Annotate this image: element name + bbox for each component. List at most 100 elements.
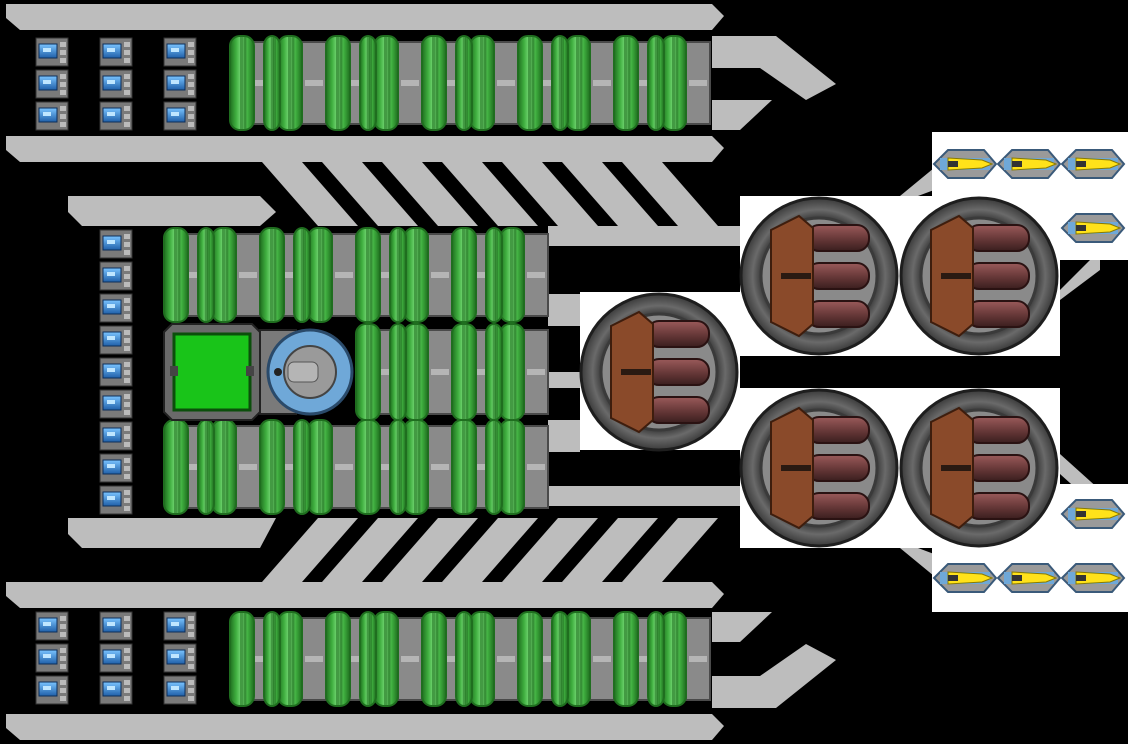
pipe-segment (235, 425, 261, 509)
pipe-segment (397, 617, 423, 701)
triple-cannon-turret-icon (899, 388, 1059, 548)
battery-icon (99, 485, 133, 515)
fuel-tank-icon (517, 35, 543, 131)
thruster-icon (1060, 213, 1126, 243)
fuel-tank-icon (211, 227, 237, 323)
fuel-tank-icon (485, 323, 503, 421)
battery-icon (99, 325, 133, 355)
pipe-segment (331, 425, 357, 509)
hull-strut-top (382, 162, 478, 226)
battery-icon (99, 675, 133, 705)
fuel-tank-icon (197, 227, 215, 323)
thruster-icon (1060, 149, 1126, 179)
pipe-segment (427, 329, 453, 415)
fuel-tank-icon (277, 611, 303, 707)
fuel-tank-icon (229, 35, 255, 131)
triple-cannon-turret-icon (579, 292, 739, 452)
fuel-tank-icon (499, 419, 525, 515)
battery-icon (99, 37, 133, 67)
hull-fin-bottom-a (712, 612, 772, 642)
hull-strut-bottom (322, 518, 418, 582)
fuel-tank-icon (355, 419, 381, 515)
fuel-tank-icon (485, 419, 503, 515)
pipe-segment (589, 41, 615, 125)
battery-icon (35, 37, 69, 67)
fuel-tank-icon (451, 227, 477, 323)
battery-icon (163, 69, 197, 99)
fuel-tank-icon (263, 611, 281, 707)
battery-icon (99, 611, 133, 641)
battery-icon (35, 675, 69, 705)
battery-icon (163, 37, 197, 67)
hull-strut-top (562, 162, 658, 226)
hull-fin-top-b (712, 100, 772, 130)
hull-strut-bottom (262, 518, 358, 582)
turret-layer (579, 196, 1059, 548)
fuel-tank-icon (451, 323, 477, 421)
pipe-segment (523, 425, 549, 509)
battery-icon (35, 101, 69, 131)
hull-strut-top (262, 162, 358, 226)
fuel-tank-icon (485, 227, 503, 323)
hull-fin-top-a (712, 36, 836, 100)
fuel-tank-icon (661, 611, 687, 707)
hull-strut-top (622, 162, 718, 226)
hull-strut-bottom (382, 518, 478, 582)
battery-icon (99, 389, 133, 419)
hull-fin-bottom-b (712, 644, 836, 708)
hull-arm-thruster-top (900, 168, 934, 196)
fuel-tank-icon (307, 227, 333, 323)
hull-arm-thruster-bottom (900, 548, 934, 576)
fuel-tank-icon (551, 611, 569, 707)
fuel-tank-icon (163, 227, 189, 323)
battery-icon (99, 69, 133, 99)
reactor-icon (259, 328, 354, 416)
triple-cannon-turret-icon (899, 196, 1059, 356)
fuel-tank-icon (293, 419, 311, 515)
fuel-tank-icon (307, 419, 333, 515)
pipe-segment (235, 233, 261, 317)
fuel-tank-icon (517, 611, 543, 707)
fuel-tank-icon (197, 419, 215, 515)
hull-plate-top-outer (6, 4, 724, 30)
fuel-tank-icon (551, 35, 569, 131)
pipe-segment (493, 41, 519, 125)
triple-cannon-turret-icon (739, 388, 899, 548)
pipe-segment (493, 617, 519, 701)
fuel-tank-icon (647, 35, 665, 131)
hull-strut-top (502, 162, 598, 226)
fuel-tank-icon (359, 611, 377, 707)
fuel-tank-icon (355, 323, 381, 421)
fuel-tank-icon (403, 227, 429, 323)
pipe-segment (427, 233, 453, 317)
fuel-tank-icon (499, 323, 525, 421)
pipe-segment (589, 617, 615, 701)
hull-arm-upper (548, 226, 740, 246)
battery-icon (99, 261, 133, 291)
hull-strut-bottom (502, 518, 598, 582)
thruster-icon (932, 149, 998, 179)
battery-icon (35, 611, 69, 641)
fuel-tank-icon (455, 611, 473, 707)
battery-icon (99, 421, 133, 451)
command-module-icon (163, 323, 261, 421)
pipe-segment (397, 41, 423, 125)
thruster-layer (932, 149, 1126, 593)
hull-plate-top-inner (6, 136, 724, 162)
pipe-segment (523, 233, 549, 317)
hull-plate-mid-top (68, 196, 276, 226)
battery-icon (99, 643, 133, 673)
fuel-tank-icon (403, 419, 429, 515)
pipe-segment (301, 617, 327, 701)
fuel-tank-icon (163, 419, 189, 515)
hull-arm-mid-a (548, 294, 580, 326)
pipe-segment (331, 233, 357, 317)
fuel-tank-icon (455, 35, 473, 131)
battery-icon (163, 611, 197, 641)
thruster-icon (932, 563, 998, 593)
fuel-tank-icon (259, 419, 285, 515)
pipe-segment (685, 41, 711, 125)
hull-plate-bottom-inner (6, 714, 724, 740)
triple-cannon-turret-icon (739, 196, 899, 356)
